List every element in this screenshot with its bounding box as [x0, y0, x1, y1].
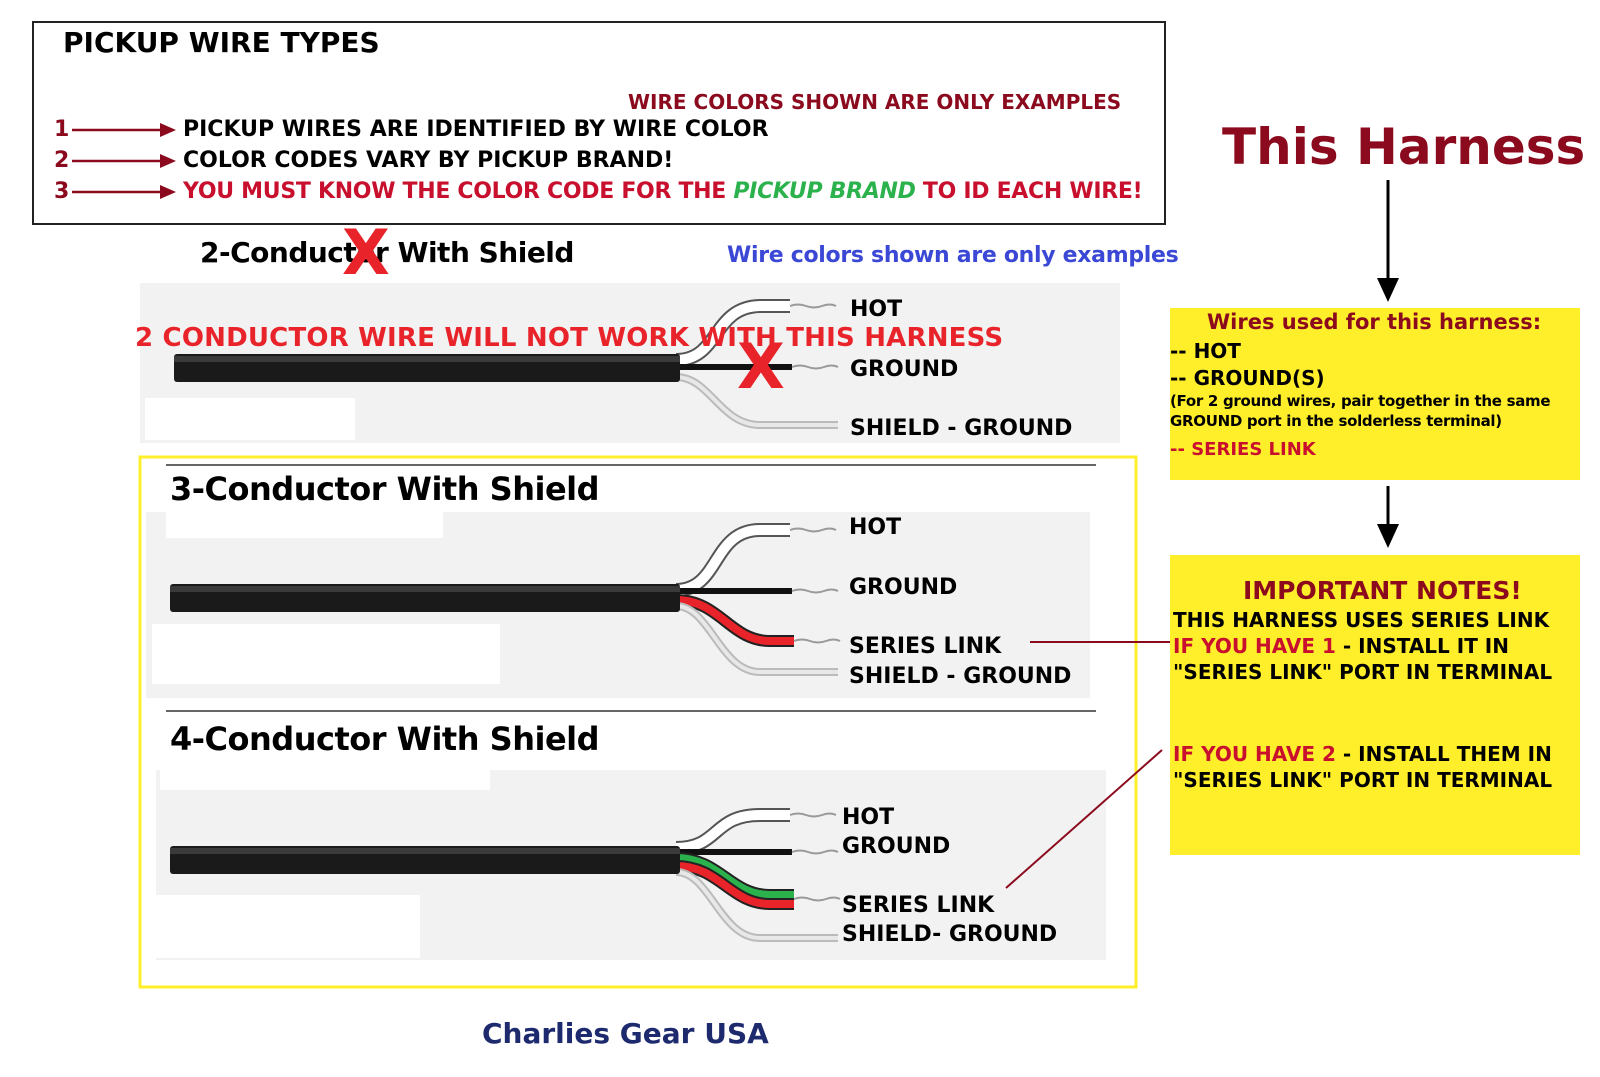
- four-label-series: SERIES LINK: [842, 893, 995, 918]
- colors-example-note: WIRE COLORS SHOWN ARE ONLY EXAMPLES: [628, 90, 1122, 114]
- notes-if-2: IF YOU HAVE 2: [1173, 742, 1336, 766]
- three-label-shield: SHIELD - GROUND: [849, 664, 1072, 689]
- four-label-ground: GROUND: [842, 834, 951, 859]
- wires-used-ground-note-1: (For 2 ground wires, pair together in th…: [1170, 392, 1551, 410]
- important-notes-title: IMPORTANT NOTES!: [1243, 576, 1522, 605]
- blue-example-note: Wire colors shown are only examples: [727, 243, 1179, 268]
- two-label-ground: GROUND: [850, 357, 959, 382]
- three-label-ground: GROUND: [849, 575, 958, 600]
- wires-used-series: -- SERIES LINK: [1170, 439, 1316, 460]
- rule-text-3c: TO ID EACH WIRE!: [922, 179, 1143, 204]
- three-label-series: SERIES LINK: [849, 634, 1002, 659]
- notes-if-1: IF YOU HAVE 1: [1173, 634, 1336, 658]
- two-conductor-warning: 2 CONDUCTOR WIRE WILL NOT WORK WITH THIS…: [135, 323, 1004, 353]
- notes-line-1: THIS HARNESS USES SERIES LINK: [1173, 608, 1550, 632]
- four-conductor-cable: [170, 808, 841, 942]
- rule-number-1: 1: [54, 117, 70, 142]
- flow-arrows: [1377, 180, 1399, 548]
- notes-install-it: - INSTALL IT IN: [1335, 634, 1509, 658]
- pickup-wire-types-box: [32, 21, 1166, 225]
- two-conductor-cable: [174, 299, 839, 429]
- two-label-shield: SHIELD - GROUND: [850, 416, 1073, 441]
- rule-arrows: [72, 123, 176, 199]
- notes-line-4: IF YOU HAVE 2 - INSTALL THEM IN: [1173, 742, 1552, 766]
- four-conductor-heading: 4-Conductor With Shield: [170, 720, 600, 758]
- wires-used-title: Wires used for this harness:: [1207, 310, 1542, 334]
- three-conductor-cable: [170, 523, 841, 676]
- important-notes-box: [1170, 555, 1580, 855]
- notes-line-5: "SERIES LINK" PORT IN TERMINAL: [1173, 768, 1553, 792]
- wires-used-ground: -- GROUND(S): [1170, 366, 1325, 390]
- wires-used-hot: -- HOT: [1170, 339, 1241, 363]
- box-title: PICKUP WIRE TYPES: [63, 26, 380, 59]
- rule-number-2: 2: [54, 148, 70, 173]
- four-label-hot: HOT: [842, 805, 895, 830]
- four-label-shield: SHIELD- GROUND: [842, 922, 1058, 947]
- wires-used-ground-note-2: GROUND port in the solderless terminal): [1170, 412, 1502, 430]
- three-conductor-heading: 3-Conductor With Shield: [170, 470, 600, 508]
- rule-number-3: 3: [54, 179, 70, 204]
- rule-text-2: COLOR CODES VARY BY PICKUP BRAND!: [183, 148, 674, 173]
- highlight-frame: [138, 455, 1138, 989]
- notes-line-2: IF YOU HAVE 1 - INSTALL IT IN: [1173, 634, 1509, 658]
- two-label-hot: HOT: [850, 297, 903, 322]
- notes-line-3: "SERIES LINK" PORT IN TERMINAL: [1173, 660, 1553, 684]
- series-link-pointer-4: [1005, 749, 1163, 889]
- three-label-hot: HOT: [849, 515, 902, 540]
- rule-text-3a: YOU MUST KNOW THE COLOR CODE FOR THE: [183, 179, 726, 204]
- rule-text-1: PICKUP WIRES ARE IDENTIFIED BY WIRE COLO…: [183, 117, 769, 142]
- wires-used-box: [1170, 308, 1580, 480]
- notes-install-them: - INSTALL THEM IN: [1335, 742, 1552, 766]
- rule-text-3: YOU MUST KNOW THE COLOR CODE FOR THE PIC…: [183, 179, 1143, 204]
- pickup-brand-emphasis: PICKUP BRAND: [733, 179, 916, 204]
- ground-x-mark: X: [737, 330, 785, 403]
- two-conductor-heading: 2-Conductor With Shield: [200, 236, 574, 269]
- harness-title: This Harness: [1222, 118, 1586, 176]
- footer-brand: Charlies Gear USA: [482, 1017, 769, 1050]
- heading-x-mark: X: [342, 216, 390, 289]
